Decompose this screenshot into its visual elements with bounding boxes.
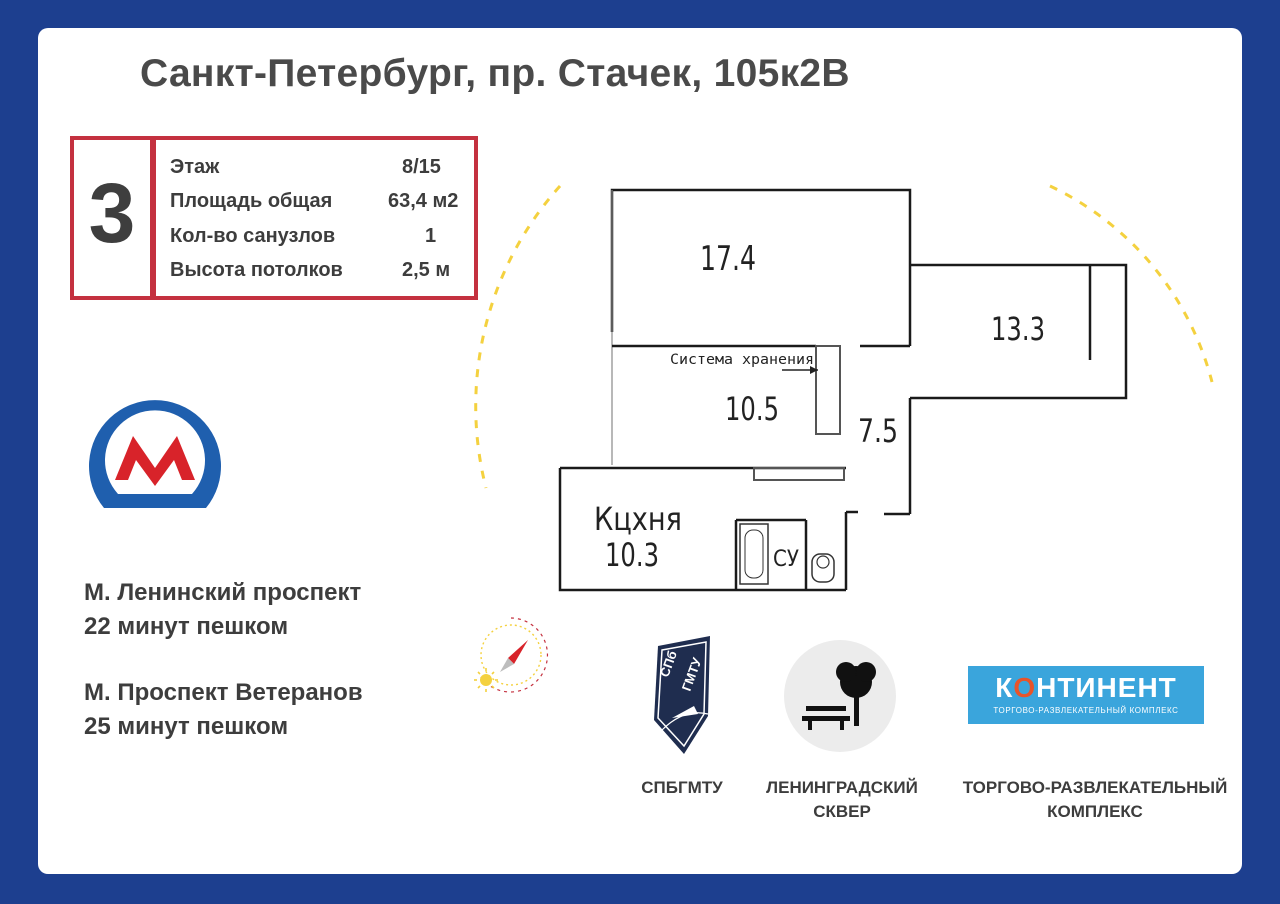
university-shield-icon: СПб ГМТУ [654, 636, 710, 754]
landmark-label-mall: ТОРГОВО-РАЗВЛЕКАТЕЛЬНЫЙ КОМПЛЕКС [950, 776, 1240, 824]
landmark-label-line: ЛЕНИНГРАДСКИЙ [766, 778, 918, 797]
info-row-bathrooms: Кол-во санузлов 1 [170, 225, 436, 248]
kontinent-logo: КОНТИНЕНТ ТОРГОВО-РАЗВЛЕКАТЕЛЬНЫЙ КОМПЛЕ… [968, 666, 1204, 724]
kitchen-area: 10.3 [605, 536, 659, 574]
landmark-label-line: КОМПЛЕКС [1047, 802, 1143, 821]
metro-station-1: М. Ленинский проспект 22 минут пешком [84, 576, 361, 644]
landmark-label-spbgmtu: СПБГМТУ [602, 776, 762, 800]
compass-sun-icon [474, 617, 549, 693]
room-area-17: 17.4 [700, 239, 756, 279]
info-label: Этаж [170, 156, 220, 178]
room-area-13: 13.3 [991, 310, 1045, 348]
metro-walk-time: 22 минут пешком [84, 613, 289, 640]
metro-logo-icon: M [82, 388, 221, 508]
room-count: 3 [88, 166, 136, 260]
info-row-ceiling: Высота потолков 2,5 м [170, 259, 450, 282]
landmark-label-line: СПБГМТУ [641, 778, 723, 797]
landmark-label-line: ТОРГОВО-РАЗВЛЕКАТЕЛЬНЫЙ [962, 778, 1228, 797]
kitchen-label: Кцхня [594, 500, 682, 538]
landmark-label-square: ЛЕНИНГРАДСКИЙ СКВЕР [742, 776, 942, 824]
kontinent-subtitle: ТОРГОВО-РАЗВЛЕКАТЕЛЬНЫЙ КОМПЛЕКС [993, 706, 1179, 715]
brand-part: НТИНЕНТ [1036, 672, 1177, 703]
info-value: 1 [425, 225, 437, 247]
brand-part: К [995, 672, 1014, 703]
park-bench-tree-icon [784, 640, 896, 752]
bathroom-label: СУ [773, 547, 800, 572]
storage-label: Система хранения [670, 352, 814, 368]
landmark-label-line: СКВЕР [813, 802, 871, 821]
metro-station-name: М. Ленинский проспект [84, 579, 362, 606]
info-label: Высота потолков [170, 259, 343, 281]
info-row-floor: Этаж 8/15 [170, 156, 441, 179]
room-area-10: 10.5 [725, 390, 779, 428]
kontinent-brand: КОНТИНЕНТ [968, 670, 1204, 706]
info-value: 8/15 [402, 156, 441, 178]
info-value: 63,4 м2 [388, 190, 459, 212]
info-label: Площадь общая [170, 190, 333, 212]
info-box-divider [150, 136, 156, 300]
hall-area: 7.5 [858, 412, 898, 450]
floor-plan: 17.4 13.3 10.5 7.5 Кцхня 10.3 СУ Система… [474, 184, 1214, 592]
info-row-area: Площадь общая 63,4 м2 [170, 190, 458, 213]
info-value: 2,5 м [402, 259, 451, 281]
info-label: Кол-во санузлов [170, 225, 336, 247]
metro-letter: M [82, 388, 83, 389]
brand-part: О [1013, 672, 1037, 703]
metro-station-2: М. Проспект Ветеранов 25 минут пешком [84, 676, 363, 744]
metro-station-name: М. Проспект Ветеранов [84, 679, 363, 706]
metro-walk-time: 25 минут пешком [84, 713, 289, 740]
page-title: Санкт-Петербург, пр. Стачек, 105к2В [140, 52, 850, 95]
apartment-info-box: 3 Этаж 8/15 Площадь общая 63,4 м2 Кол-во… [70, 136, 478, 300]
